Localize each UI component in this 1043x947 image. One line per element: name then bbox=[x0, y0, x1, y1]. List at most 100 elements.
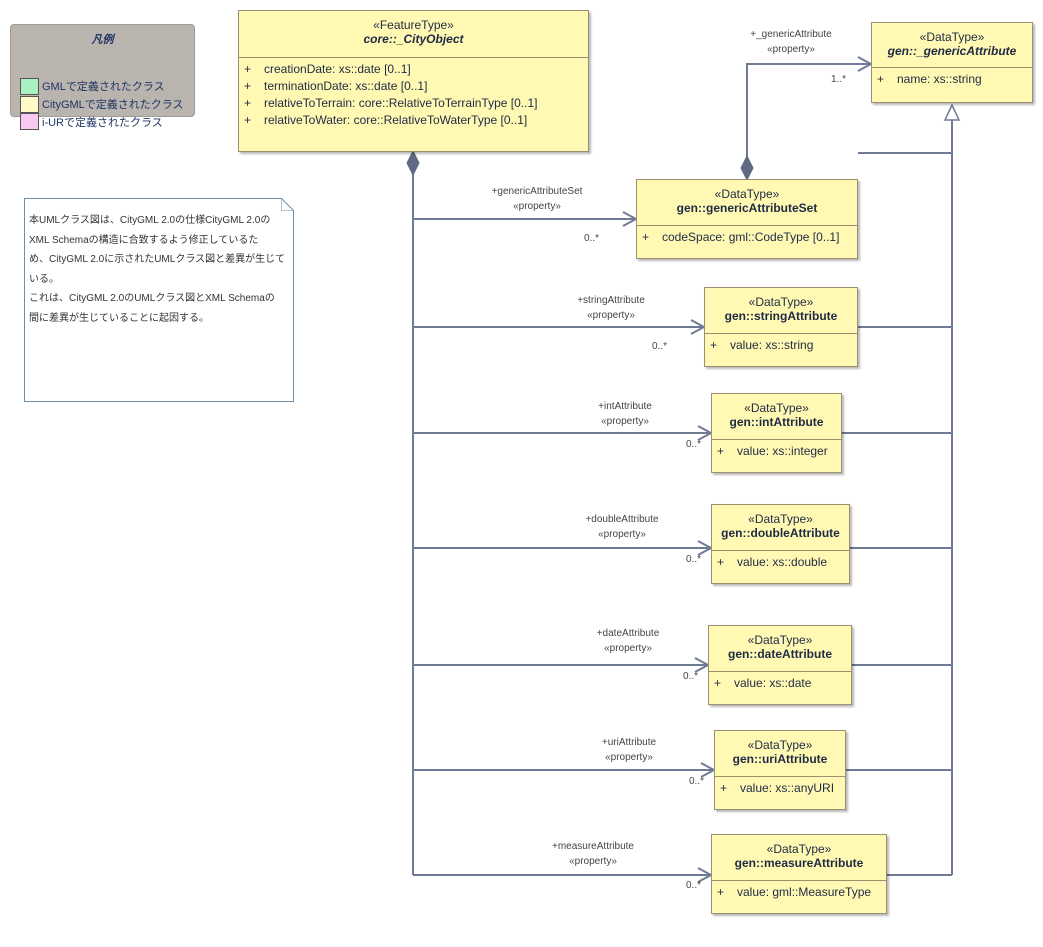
visibility: + bbox=[717, 885, 725, 899]
stereotype: «DataType» bbox=[747, 633, 813, 647]
stereotype: «DataType» bbox=[714, 187, 780, 201]
attribute-compartment: +value: xs::string bbox=[705, 333, 857, 354]
class-header: «FeatureType» core::_CityObject bbox=[239, 11, 588, 57]
attribute-row: + creationDate: xs::date [0..1] bbox=[239, 61, 588, 78]
attribute-row: +relativeToTerrain: core::RelativeToTerr… bbox=[239, 95, 588, 112]
visibility: + bbox=[710, 338, 718, 352]
visibility: + bbox=[714, 676, 722, 690]
class-name: gen::intAttribute bbox=[729, 415, 824, 429]
attribute-row: +terminationDate: xs::date [0..1] bbox=[239, 78, 588, 95]
legend-label-gml: GMLで定義されたクラス bbox=[42, 81, 165, 93]
class-header: «DataType» gen::stringAttribute bbox=[705, 288, 857, 333]
association-label-generic-attribute: +_genericAttribute «property» bbox=[738, 27, 844, 57]
multiplicity: 0..* bbox=[686, 439, 702, 450]
attribute-compartment: +value: gml::MeasureType bbox=[712, 880, 886, 901]
attribute-text: relativeToWater: core::RelativeToWaterTy… bbox=[264, 113, 528, 127]
class-header: «DataType» gen::intAttribute bbox=[712, 394, 841, 439]
legend-swatch-iur bbox=[20, 113, 39, 130]
attribute-compartment: +creationDate: xs::date [0..1] +terminat… bbox=[239, 57, 588, 129]
attribute-row: + relativeToWater: core::RelativeToWaterT… bbox=[239, 112, 588, 129]
multiplicity: 0..* bbox=[584, 233, 600, 244]
class-int-attribute[interactable]: «DataType» gen::intAttribute +value: xs:… bbox=[711, 393, 842, 473]
class-generic-attribute-set[interactable]: «DataType» gen::genericAttributeSet + cod… bbox=[636, 179, 858, 259]
class-uri-attribute[interactable]: «DataType» gen::uriAttribute +value: xs:… bbox=[714, 730, 846, 810]
association-label-uri-attribute: +uriAttribute «property» bbox=[584, 735, 674, 765]
legend-title: 凡例 bbox=[91, 34, 114, 46]
stereotype: «DataType» bbox=[748, 295, 814, 309]
attribute-text: codeSpace: gml::CodeType [0..1] bbox=[662, 230, 840, 244]
class-string-attribute[interactable]: «DataType» gen::stringAttribute +value: … bbox=[704, 287, 858, 367]
class-header: «DataType» gen::uriAttribute bbox=[715, 731, 845, 776]
note-line: これは、CityGML 2.0のUMLクラス図とXML Schemaの bbox=[29, 293, 275, 304]
association-label-generic-attribute-set: +genericAttributeSet «property» bbox=[476, 184, 598, 214]
multiplicity: 0..* bbox=[683, 671, 699, 682]
role-stereotype: «property» bbox=[587, 310, 635, 321]
role-stereotype: «property» bbox=[767, 44, 815, 55]
legend-item-gml: GMLで定義されたクラス bbox=[20, 77, 165, 95]
attribute-row: + value: xs::double bbox=[712, 554, 849, 571]
role-stereotype: «property» bbox=[605, 752, 653, 763]
attribute-row: +value: xs::anyURI bbox=[715, 780, 845, 797]
association-line-generic-attribute bbox=[746, 63, 871, 168]
role-name: +doubleAttribute bbox=[585, 514, 659, 525]
role-name: +intAttribute bbox=[598, 401, 652, 412]
class-name: gen::genericAttributeSet bbox=[676, 201, 818, 215]
visibility: + bbox=[642, 230, 650, 244]
class-double-attribute[interactable]: «DataType» gen::doubleAttribute + value: … bbox=[711, 504, 850, 584]
role-stereotype: «property» bbox=[604, 643, 652, 654]
stereotype: «FeatureType» bbox=[373, 18, 454, 32]
class-header: «DataType» gen::doubleAttribute bbox=[712, 505, 849, 550]
note-fold-corner bbox=[281, 198, 294, 211]
legend-item-iur: i-URで定義されたクラス bbox=[20, 113, 163, 130]
role-name: +stringAttribute bbox=[577, 295, 645, 306]
visibility: + bbox=[717, 555, 725, 569]
attribute-compartment: +name: xs::string bbox=[872, 67, 1032, 88]
role-name: +_genericAttribute bbox=[750, 29, 832, 40]
role-name: +genericAttributeSet bbox=[491, 186, 583, 197]
attribute-row: +value: xs::date bbox=[709, 675, 851, 692]
legend-label-citygml: CityGMLで定義されたクラス bbox=[42, 99, 184, 111]
stereotype: «DataType» bbox=[744, 401, 809, 415]
attribute-compartment: + codeSpace: gml::CodeType [0..1] bbox=[637, 225, 857, 246]
class-measure-attribute[interactable]: «DataType» gen::measureAttribute +value:… bbox=[711, 834, 887, 914]
association-label-date-attribute: +dateAttribute «property» bbox=[580, 626, 676, 656]
note-line: XML Schemaの構造に合致するよう修正しているた bbox=[29, 234, 259, 246]
class-name: gen::measureAttribute bbox=[734, 856, 864, 870]
attribute-text: value: xs::anyURI bbox=[740, 781, 835, 795]
association-label-double-attribute: +doubleAttribute «property» bbox=[571, 512, 673, 542]
role-stereotype: «property» bbox=[601, 416, 649, 427]
visibility: + bbox=[244, 62, 252, 76]
attribute-compartment: + value: xs::double bbox=[712, 550, 849, 571]
composition-diamond-generic-set bbox=[740, 154, 754, 182]
role-name: +uriAttribute bbox=[601, 737, 657, 748]
stereotype: «DataType» bbox=[747, 738, 813, 752]
legend-item-citygml: CityGMLで定義されたクラス bbox=[20, 95, 184, 113]
class-name: gen::stringAttribute bbox=[724, 309, 838, 323]
class-city-object[interactable]: «FeatureType» core::_CityObject + creatio… bbox=[238, 10, 589, 152]
visibility: + bbox=[717, 444, 725, 458]
class-name: core::_CityObject bbox=[363, 32, 464, 46]
class-date-attribute[interactable]: «DataType» gen::dateAttribute +value: xs… bbox=[708, 625, 852, 705]
note-line: 本UMLクラス図は、CityGML 2.0の仕様CityGML 2.0の bbox=[29, 215, 271, 226]
attribute-row: +value: xs::string bbox=[705, 337, 857, 354]
class-header: «DataType» gen::measureAttribute bbox=[712, 835, 886, 880]
stereotype: «DataType» bbox=[748, 512, 813, 526]
visibility: + bbox=[244, 113, 252, 127]
association-label-measure-attribute: +measureAttribute «property» bbox=[534, 839, 652, 869]
stereotype: «DataType» bbox=[766, 842, 832, 856]
role-stereotype: «property» bbox=[569, 856, 617, 867]
class-generic-attribute[interactable]: «DataType» gen::_genericAttribute +name:… bbox=[871, 22, 1033, 103]
note-line: め、CityGML 2.0に示されたUMLクラス図と差異が生じて bbox=[29, 254, 286, 265]
generalization-triangle bbox=[943, 103, 961, 121]
attribute-text: terminationDate: xs::date [0..1] bbox=[264, 79, 428, 93]
attribute-text: creationDate: xs::date [0..1] bbox=[264, 62, 411, 76]
association-label-int-attribute: +intAttribute «property» bbox=[580, 399, 670, 429]
attribute-text: value: xs::double bbox=[737, 555, 828, 569]
multiplicity: 0..* bbox=[689, 776, 705, 787]
legend: 凡例 GMLで定義されたクラス CityGMLで定義されたクラス i-URで定義… bbox=[10, 24, 195, 130]
attribute-row: +name: xs::string bbox=[872, 71, 1032, 88]
attribute-text: relativeToTerrain: core::RelativeToTerra… bbox=[264, 96, 538, 110]
note-text: 本UMLクラス図は、CityGML 2.0の仕様CityGML 2.0の XML… bbox=[29, 211, 291, 328]
class-header: «DataType» gen::_genericAttribute bbox=[872, 23, 1032, 67]
